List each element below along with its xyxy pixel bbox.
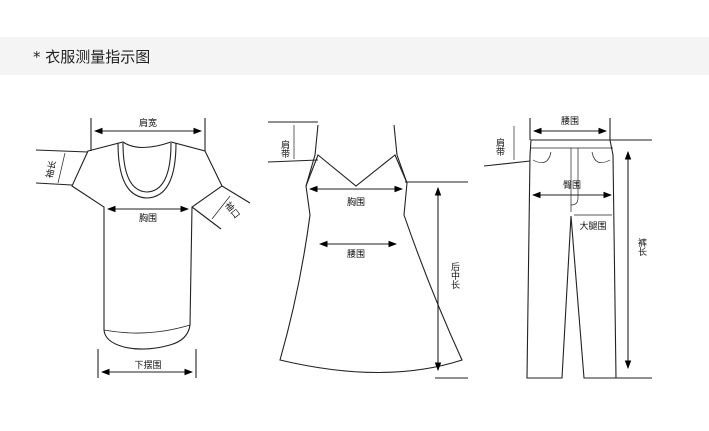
page-title: * 衣服测量指示图 xyxy=(33,48,151,66)
label-dress-length: 后中长 xyxy=(449,262,460,290)
label-tshirt-chest: 胸围 xyxy=(139,212,157,224)
label-pants-thigh: 大腿围 xyxy=(579,220,606,232)
pants-drawing xyxy=(483,118,652,379)
tshirt-drawing xyxy=(35,118,251,378)
label-dress-strap: 肩带 xyxy=(279,139,290,159)
page-header: * 衣服测量指示图 xyxy=(0,37,709,75)
label-dress-waist: 腰围 xyxy=(347,249,365,260)
label-hem: 下摆围 xyxy=(134,359,161,371)
label-pants-length: 裤长 xyxy=(636,237,647,257)
label-pants-waist: 腰围 xyxy=(561,116,579,127)
label-pants-hip: 臀围 xyxy=(563,180,581,191)
label-sleeve-length: 袖长 xyxy=(43,159,59,179)
label-dress-chest: 胸围 xyxy=(347,196,365,208)
label-shoulder-width: 肩宽 xyxy=(139,117,157,129)
dress-drawing xyxy=(267,121,468,379)
label-pants-strap: 肩带 xyxy=(494,137,505,157)
